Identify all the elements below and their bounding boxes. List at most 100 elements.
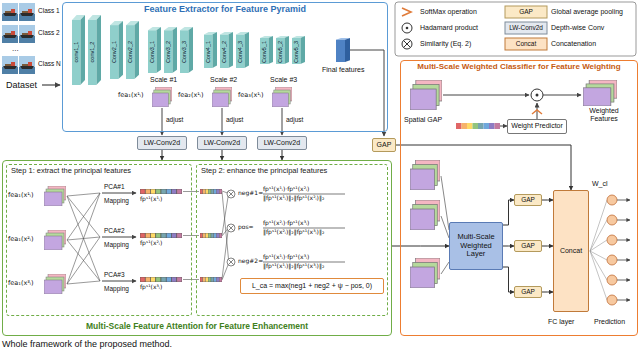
box-text: GAP	[521, 288, 535, 295]
label-text: Mapping	[104, 241, 129, 248]
process-box: Weight Predictor	[507, 119, 567, 134]
formula-text: neg#2=	[238, 258, 263, 265]
connector	[222, 150, 223, 160]
process-box: Concat	[553, 190, 589, 312]
layer-label: Conv5_1	[261, 41, 267, 63]
connector	[503, 267, 514, 292]
formula-text: fea₁(x³ᵢ)	[8, 280, 34, 287]
box-text: Multi-Scale Weighted Layer	[453, 233, 499, 259]
step2-art	[200, 189, 345, 282]
layer-label: conv1_1	[73, 42, 79, 63]
label-text: Scale #1	[150, 76, 177, 84]
label-text: adjust	[166, 116, 183, 123]
formula-text: fpˢ¹(x¹ᵢ)·fpˢ¹(x³ᵢ)	[263, 254, 309, 261]
formula-text: fpˢ¹(x²ᵢ)·fpˢ¹(x³ᵢ)	[263, 220, 309, 227]
box-text: LW-Conv2d	[144, 139, 180, 147]
label-text: Scale #3	[270, 76, 297, 84]
process-box: GAP	[372, 138, 396, 152]
formula-text: ‖fpˢ¹(x¹ᵢ)‖₂‖fpˢ¹(x²ᵢ)‖₂	[263, 195, 324, 202]
legend-text: Hadamard product	[420, 24, 478, 32]
connector	[503, 246, 514, 247]
box-text: LW-Conv2d	[204, 139, 240, 147]
process-box: LW-Conv2d	[197, 136, 247, 150]
box-text: GAP	[377, 141, 392, 149]
label-text: PCA#3	[104, 271, 125, 278]
legend-text: SoftMax operation	[420, 8, 477, 16]
formula-text: neg#1=	[238, 190, 263, 197]
caption: Whole framework of the proposed method.	[2, 339, 172, 349]
label-text: Spatial GAP	[404, 116, 442, 124]
label-text: Weighted Features	[576, 107, 632, 123]
label-text: Mapping	[104, 285, 129, 292]
label-text: Prediction	[594, 318, 625, 326]
label-text: adjust	[226, 116, 243, 123]
formula-text: fea₂(x¹ᵢ)	[178, 92, 204, 99]
legend-text: Concatenation	[551, 40, 596, 48]
label-text: W_cl	[592, 180, 608, 188]
label-text: Scale #2	[210, 76, 237, 84]
panel-title: Step 2: enhance the principal features	[201, 167, 327, 176]
box-text: LW-Conv2d	[264, 139, 300, 147]
scale-features	[152, 87, 292, 135]
layer-label: conv1_2	[89, 42, 95, 63]
process-box: GAP	[514, 240, 542, 252]
process-box: L_ca = max(neg1 + neg2 + ψ − pos, 0)	[240, 278, 384, 294]
connector	[282, 150, 283, 160]
label-text: LW-Conv2d	[509, 24, 543, 31]
panel-title: Multi-Scale Weighted Classifier for Feat…	[417, 62, 620, 71]
panel: Multi-Scale Weighted Classifier for Feat…	[400, 60, 638, 336]
panel: Multi-Scale Feature Attention for Featur…	[2, 160, 392, 336]
process-box: GAP	[514, 286, 542, 298]
label-text: Concat	[516, 40, 537, 47]
label-text: ...	[12, 44, 19, 53]
layer-label: Conv4_3	[237, 41, 243, 63]
dataset-images	[2, 3, 60, 85]
box-text: GAP	[521, 242, 535, 249]
formula-text: fpˢ¹(x¹ᵢ)	[140, 196, 162, 203]
formula-text: fea₁(x¹ᵢ)	[118, 92, 144, 99]
label-text: adjust	[286, 116, 303, 123]
label-text: Final features	[322, 66, 364, 74]
connector	[503, 200, 514, 225]
step-panel: Step 1: extract the principal features	[6, 164, 192, 316]
box-text: L_ca = max(neg1 + neg2 + ψ − pos, 0)	[252, 282, 372, 290]
process-box: GAP	[514, 194, 542, 206]
layer-label: Conv4_2	[221, 41, 227, 63]
label-text: PCA#1	[104, 183, 125, 190]
connector	[542, 200, 553, 201]
formula-text: fpˢ¹(x²ᵢ)	[140, 240, 162, 247]
step1-art	[44, 186, 199, 294]
layer-label: Conv2_2	[127, 41, 133, 63]
label-text: Dataset	[6, 80, 37, 90]
layer-label: Conv3_3	[181, 41, 187, 63]
connector	[162, 150, 163, 160]
connector	[542, 246, 553, 247]
formula-text: fpˢ¹(x³ᵢ)	[140, 284, 162, 291]
label-text: Class 1	[38, 7, 60, 14]
label-text: Class N	[38, 60, 61, 67]
layer-label: Conv4_1	[205, 41, 211, 63]
panel-title: Multi-Scale Feature Attention for Featur…	[86, 322, 308, 332]
formula-text: ‖fpˢ¹(x¹ᵢ)‖₂‖fpˢ¹(x³ᵢ)‖₂	[263, 263, 324, 270]
layer-label: Conv3_1	[149, 41, 155, 63]
formula-text: fea₁(x¹ᵢ)	[8, 192, 34, 199]
formula-text: ‖fpˢ¹(x²ᵢ)‖₂‖fpˢ¹(x³ᵢ)‖₂	[263, 229, 324, 236]
formula-text: fea₃(x¹ᵢ)	[238, 92, 264, 99]
process-box: Multi-Scale Weighted Layer	[449, 222, 503, 270]
label-text: GAP	[519, 8, 533, 15]
formula-text: fea₁(x²ᵢ)	[8, 236, 34, 243]
panel-title: Feature Extractor for Feature Pyramid	[144, 4, 306, 14]
connector	[396, 145, 571, 190]
process-box: LW-Conv2d	[137, 136, 187, 150]
layer-label: Conv5_3	[293, 41, 299, 63]
panel-title: Step 1: extract the principal features	[11, 167, 131, 176]
layer-label: Conv3_2	[165, 41, 171, 63]
formula-text: pos=	[238, 224, 254, 231]
legend-text: Global average pooling	[551, 8, 623, 16]
cnn-layers	[72, 15, 384, 136]
legend-text: Similarity (Eq. 2)	[420, 40, 471, 48]
box-text: GAP	[521, 196, 535, 203]
label-text: Mapping	[104, 197, 129, 204]
